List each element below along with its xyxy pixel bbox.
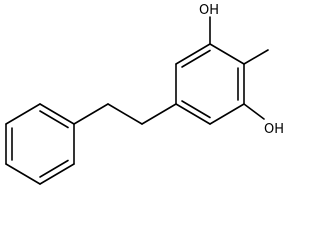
phenyl-bond-p4-p5 bbox=[5, 163, 41, 185]
phenyl-double-bond-p1-p2 bbox=[39, 110, 69, 129]
phenyl-double-bond-p5-p6 bbox=[39, 159, 69, 178]
ring-double-bond-c6-c1 bbox=[181, 49, 211, 68]
phenyl-bond-p1-p2 bbox=[39, 103, 75, 125]
bond-ch2-to-phenyl bbox=[73, 103, 109, 125]
ring-bond-c3-c4 bbox=[209, 103, 245, 125]
hydroxyl-bottom-label: OH bbox=[264, 122, 284, 137]
central-ring bbox=[175, 43, 245, 125]
ring-bond-c4-c5 bbox=[175, 103, 211, 125]
phenyl-bond-p5-p6 bbox=[39, 163, 75, 185]
ring-double-bond-c4-c5 bbox=[181, 100, 211, 119]
hydroxyl-top-label: OH bbox=[199, 3, 219, 18]
bond-methyl bbox=[243, 49, 269, 65]
bond-ch2-ch2 bbox=[107, 103, 143, 125]
structure-diagram: OH OH bbox=[5, 3, 284, 185]
bond-ring-to-ch2 bbox=[141, 103, 177, 125]
phenyl-ring bbox=[5, 103, 75, 185]
bond-hydroxyl-bottom bbox=[243, 103, 265, 120]
molecule-drawing: OH OH bbox=[5, 3, 284, 185]
ring-bond-c1-c2 bbox=[209, 43, 245, 65]
ring-bond-c6-c1 bbox=[175, 43, 211, 65]
phenyl-bond-p2-p3 bbox=[5, 103, 41, 125]
